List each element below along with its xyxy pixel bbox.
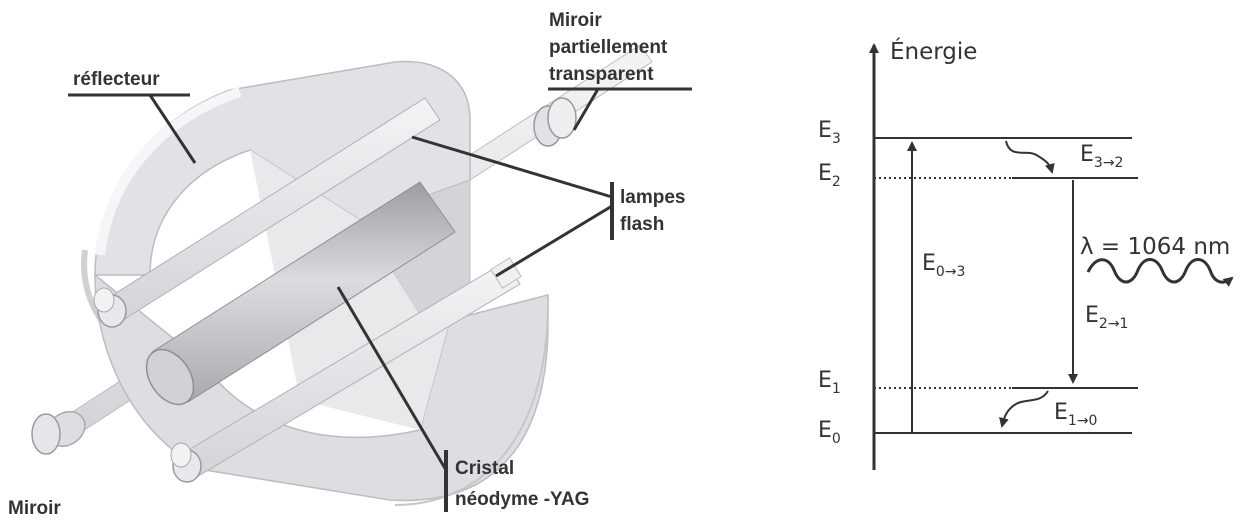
- svg-text:E1→0: E1→0: [1054, 400, 1097, 429]
- reflecteur-label: réflecteur: [73, 69, 160, 90]
- pump-transition-label: E0→3: [922, 251, 965, 280]
- decay-10-label: E1→0: [1054, 400, 1097, 429]
- svg-text:E3: E3: [818, 118, 841, 147]
- svg-text:E1: E1: [818, 368, 841, 397]
- lamps-label-line1: lampes: [620, 187, 685, 208]
- svg-text:E0: E0: [818, 418, 841, 447]
- level-e1-label: E1: [818, 368, 841, 397]
- level-e3-label: E3: [818, 118, 841, 147]
- partial-mirror-label-line2: partiellement: [549, 37, 668, 58]
- mirror-label: Miroir: [8, 498, 61, 519]
- level-e0-label: E0: [818, 418, 841, 447]
- svg-text:E3→2: E3→2: [1080, 142, 1123, 171]
- decay-10-arrow: [999, 390, 1049, 428]
- reflecteur-leader: [148, 94, 197, 164]
- energy-level-diagram: Énergie E3 E2 E1 E0 E0→3 E3→2: [818, 37, 1234, 470]
- decay-32-arrow: [1005, 140, 1055, 174]
- partial-mirror-label-line3: transparent: [549, 64, 654, 85]
- svg-text:E2: E2: [818, 161, 841, 190]
- flash-lamp-lower: [170, 257, 522, 483]
- laser-cavity-illustration: réflecteur Miroir partiellement transpar…: [8, 10, 692, 519]
- decay-32-label: E3→2: [1080, 142, 1123, 171]
- crystal-leader: [336, 286, 448, 471]
- energy-axis-label: Énergie: [890, 37, 977, 65]
- wavelength-label: λ = 1064 nm: [1080, 234, 1230, 260]
- lamps-leader-lower: [495, 204, 613, 278]
- svg-text:E2→1: E2→1: [1085, 303, 1128, 332]
- flash-lamp-upper: [93, 97, 441, 328]
- partial-mirror-disc: [533, 97, 577, 147]
- level-e2-label: E2: [818, 161, 841, 190]
- svg-text:E0→3: E0→3: [922, 251, 965, 280]
- lamps-leader-upper: [411, 135, 613, 199]
- lamps-label-line2: flash: [620, 214, 664, 235]
- crystal-label-line1: Cristal: [455, 458, 514, 479]
- crystal-label-line2: néodyme -YAG: [455, 489, 589, 510]
- nd-yag-crystal-rod: [145, 181, 456, 406]
- laser-transition-label: E2→1: [1085, 303, 1128, 332]
- photon-wave: [1086, 258, 1234, 287]
- partial-mirror-label-line1: Miroir: [549, 10, 602, 31]
- partial-mirror-leader: [572, 88, 600, 131]
